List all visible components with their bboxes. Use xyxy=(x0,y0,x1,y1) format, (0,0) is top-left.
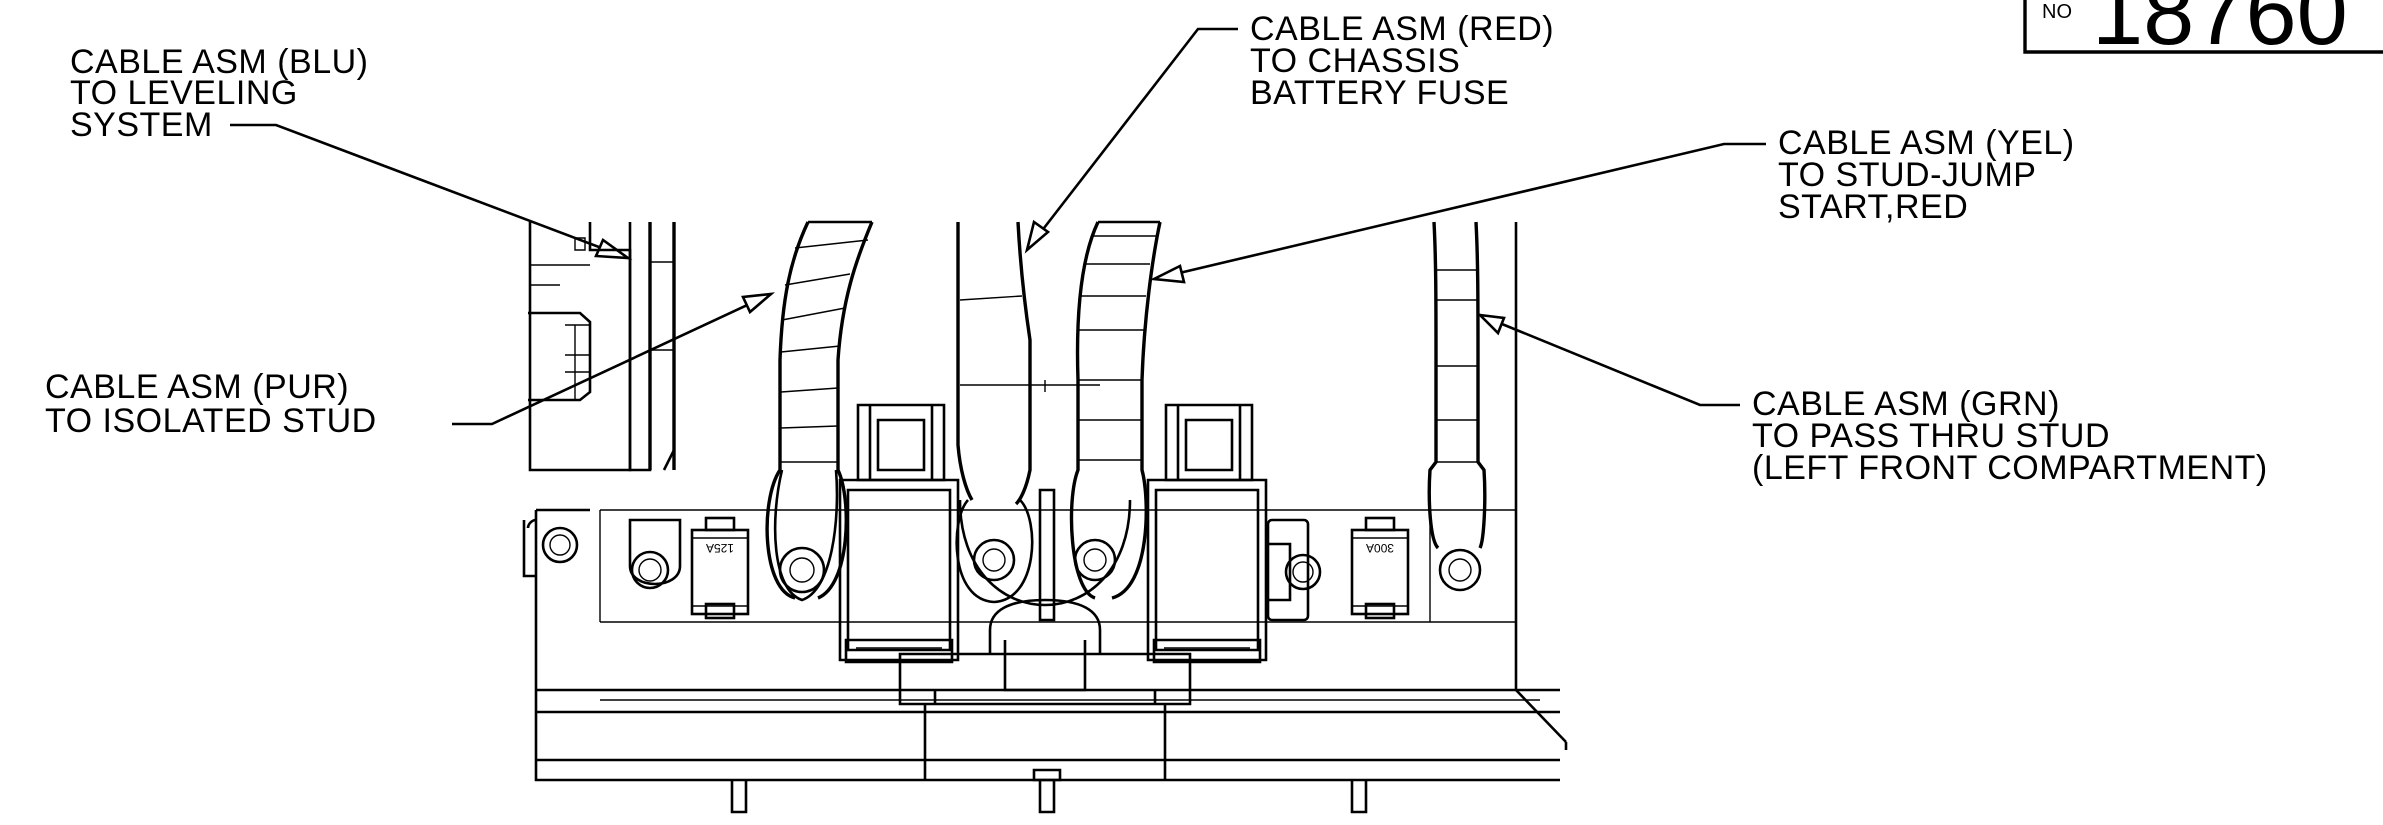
drawing-number-prefix: NO xyxy=(2042,1,2072,23)
callout-red-line-2: TO CHASSIS xyxy=(1250,42,1460,80)
base-plate xyxy=(522,222,1568,814)
bottom-stud-center xyxy=(1032,768,1062,814)
center-stud xyxy=(958,488,1132,622)
drawing-number-box: NO 18760 xyxy=(2023,0,2383,64)
fuse-right-rating: 300A xyxy=(1366,541,1394,555)
callout-pur-line-2: TO ISOLATED STUD xyxy=(45,402,377,440)
callout-red: CABLE ASM (RED) TO CHASSIS BATTERY FUSE xyxy=(1024,10,1554,254)
drawing-number: 18760 xyxy=(2092,0,2348,64)
fuse-left: 125A xyxy=(690,516,750,620)
cable-grn xyxy=(1427,221,1487,550)
cable-pur xyxy=(765,220,874,602)
fuse-right: 300A xyxy=(1350,516,1410,620)
callout-yel-line-3: START,RED xyxy=(1778,188,1968,226)
cable-yel xyxy=(1069,220,1162,600)
fuse-left-rating: 125A xyxy=(706,541,734,555)
left-connector-housing xyxy=(528,222,676,472)
callout-blu: CABLE ASM (BLU) TO LEVELING SYSTEM xyxy=(70,43,633,260)
ring-terminal-right xyxy=(1266,518,1322,622)
ring-terminal-grn xyxy=(1438,548,1482,592)
cable-blu xyxy=(648,222,676,470)
solenoid-right xyxy=(1146,403,1268,664)
callout-grn-line-3: (LEFT FRONT COMPARTMENT) xyxy=(1752,449,2268,487)
callout-yel-line-2: TO STUD-JUMP xyxy=(1778,156,2036,194)
callout-yel-line-1: CABLE ASM (YEL) xyxy=(1778,124,2075,162)
callout-pur-line-1: CABLE ASM (PUR) xyxy=(45,368,349,406)
callout-pur: CABLE ASM (PUR) TO ISOLATED STUD xyxy=(45,292,776,440)
bottom-stud-left xyxy=(730,780,748,814)
callout-blu-line-3: SYSTEM xyxy=(70,106,213,144)
solenoid-left xyxy=(838,403,960,664)
callout-red-line-3: BATTERY FUSE xyxy=(1250,74,1509,112)
bottom-stud-right xyxy=(1350,780,1368,814)
callout-grn-line-2: TO PASS THRU STUD xyxy=(1752,417,2110,455)
callout-blu-line-1: CABLE ASM (BLU) xyxy=(70,43,368,81)
cable-red xyxy=(955,221,1100,604)
callout-red-line-1: CABLE ASM (RED) xyxy=(1250,10,1554,48)
callout-grn-line-1: CABLE ASM (GRN) xyxy=(1752,385,2060,423)
callout-grn: CABLE ASM (GRN) TO PASS THRU STUD (LEFT … xyxy=(1476,313,2268,487)
callout-blu-line-2: TO LEVELING xyxy=(70,74,298,112)
ring-terminal-blu xyxy=(628,518,682,590)
callout-yel: CABLE ASM (YEL) TO STUD-JUMP START,RED xyxy=(1149,124,2075,284)
